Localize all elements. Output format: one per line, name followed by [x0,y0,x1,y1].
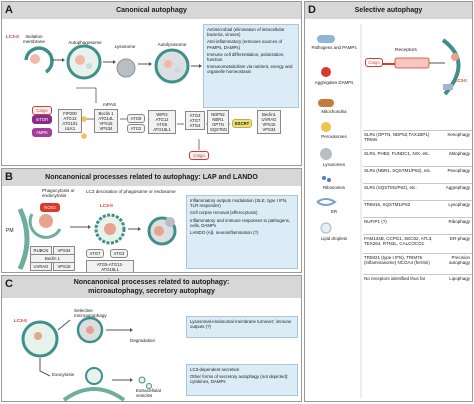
panel-d-title: Selective autophagy [305,2,472,19]
b-vps15-chip: VPS15 [53,262,75,271]
b-atg3-chip: ATG3 [110,249,128,258]
d-item-ribosomes: Ribosomes [323,185,345,190]
c-lc3-label: LC3-II [14,318,27,323]
a-outcome-1: Antimicrobial (elimination of intracellu… [207,27,285,38]
a-escrt-chip: ESCRT [232,119,252,128]
a-stage-autophagosome: Autophagosome [68,40,102,45]
c-exocytosis-label: Exocytosis [52,372,74,377]
a-ampk-signal: AMPK [32,128,52,137]
d-item-lysosomes: Lysosomes [322,162,346,167]
c-outcome-3: Other forms of secretory autophagy (not … [190,374,289,385]
panel-b-label: B [5,171,13,183]
panel-c: Noncanonical processes related to autoph… [1,275,302,402]
panel-b-title: Noncanonical processes related to autoph… [2,169,301,186]
a-mpas-label: mPAS [103,103,117,108]
d-item-peroxisomes: Peroxisomes [321,134,347,139]
b-outcome-2: Cell corpse removal (efferocytosis) [190,210,258,216]
d-row-aggrephagy: SLRs (SQSTM1/P62), etc. Aggrephagy [363,183,472,199]
microautophagy-illustration [21,316,152,401]
lap-illustration [17,207,177,271]
d-row-pexophagy: SLRs (NBR1, SQSTM1/P62), etc. Pexophagy [363,166,472,182]
b-outcome-3: Inflammatory and immune responses to pat… [190,217,291,228]
panel-c-title: Noncanonical processes related to autoph… [2,276,301,298]
d-row-lipophagy: No receptors identified thus far Lipopha… [363,274,472,290]
d-item-pathogens: Pathogens and PAMPs [311,45,357,50]
b-atg-complex-chip: ATG5-ATG12-ATG16L1 [86,260,134,272]
a-stage-isolation-membrane: Isolation membrane [23,34,45,45]
b-uvrag-chip: UVRAG [30,262,52,271]
a-outcomes-box: Antimicrobial (elimination of intracellu… [203,24,299,108]
panel-a-title: Canonical autophagy [2,2,301,19]
panel-a: Canonical autophagy A LC3-I [1,1,302,166]
b-atg7-chip: ATG7 [86,249,104,258]
panel-d: Selective autophagy D Pathogens and PAMP… [304,1,473,402]
a-stage-lysosome: Lysosome [114,44,136,49]
a-cargo-bottom: Cargo [189,151,209,160]
c-outcome-box-1: Lysosomal-endosomal membrane turnover; i… [186,316,298,338]
c-micro-label: Selective microautophagy [74,308,107,319]
a-cargo-signal: Cargo [32,106,52,115]
d-row-lysophagy: TRIM16, SQSTM1/P62 Lysophagy [363,200,472,216]
c-outcome-1: Lysosomal-endosomal membrane turnover; i… [190,319,292,330]
d-row-er-phagy: FAM134B, CCPG1, SEC62, ATL3, TEX264, RTN… [363,234,472,252]
d-cargo-chip: Cargo [365,58,383,67]
b-phago-label: Phagocytosis or endocytosis [42,188,75,199]
panel-b: Noncanonical processes related to autoph… [1,168,302,273]
d-item-aggregates: Aggregates DAMPs [314,80,354,85]
d-item-mitochondria: Mitochondria [321,109,347,114]
a-lc3-label: LC3-II [6,34,19,39]
b-beclin1-chip: Beclin 1 [30,254,75,263]
d-lc3-label: LC3-II [455,78,467,83]
b-outcome-1: Inflammatory outputs modulation (SLE, ty… [190,198,288,209]
c-ev-label: Extracellular vesicles [136,388,162,399]
panel-a-label: A [5,4,13,16]
a-outcome-2: Anti-inflammatory (removes sources of PA… [207,39,283,50]
a-mtor-signal: mTOR [32,115,52,124]
d-row-mitophagy: SLRs, PHB2, FUNDC1, NIX, etc. Mitophagy [363,149,472,165]
d-row-precision-autophagy: TRIM21 (type I IFN), TRIM76 (inflammasom… [363,253,472,273]
c-degradation-label: Degradation [130,338,156,343]
c-outcome-2: LC3-dependent secretion [190,367,240,372]
panel-d-label: D [308,4,316,16]
a-atg2-chip: ATG2 [127,124,145,133]
panel-c-label: C [5,278,13,290]
b-outcomes-box: Inflammatory outputs modulation (SLE, ty… [186,195,298,269]
d-row-xenophagy: SLRs (OPTN, NDP52,TAX1BP1) TRIMs Xenopha… [363,130,472,148]
d-item-er: ER [330,209,338,214]
b-lc3-label: LC3-II [100,203,113,208]
b-lc3-decoration-label: LC3 decoration of phagosome or endosome [86,189,176,194]
d-item-lipid-droplets: Lipid droplets [320,236,348,241]
autophagy-pathway-illustration [24,44,230,150]
a-outcome-3: Immune cell differentiation, polarizatio… [207,51,285,63]
a-atg9-chip: ATG9 [127,114,145,123]
b-nox2-chip: NOX2 [40,203,60,212]
a-outcome-4: Immunometabolism via nutrient, energy an… [207,64,293,75]
d-receptors-label: Receptors [395,48,417,53]
d-row-ribophagy: NUFIP1 (?) Ribophagy [363,217,472,233]
b-pm-label: PM [6,228,14,234]
c-outcome-box-2: LC3-dependent secretion Other forms of s… [186,364,298,396]
a-stage-autolysosome: Autolysosome [157,42,187,47]
selective-autophagy-illustration [316,24,461,398]
b-outcome-4: LANDO (Aβ, neuroinflammation (?) [190,230,259,236]
